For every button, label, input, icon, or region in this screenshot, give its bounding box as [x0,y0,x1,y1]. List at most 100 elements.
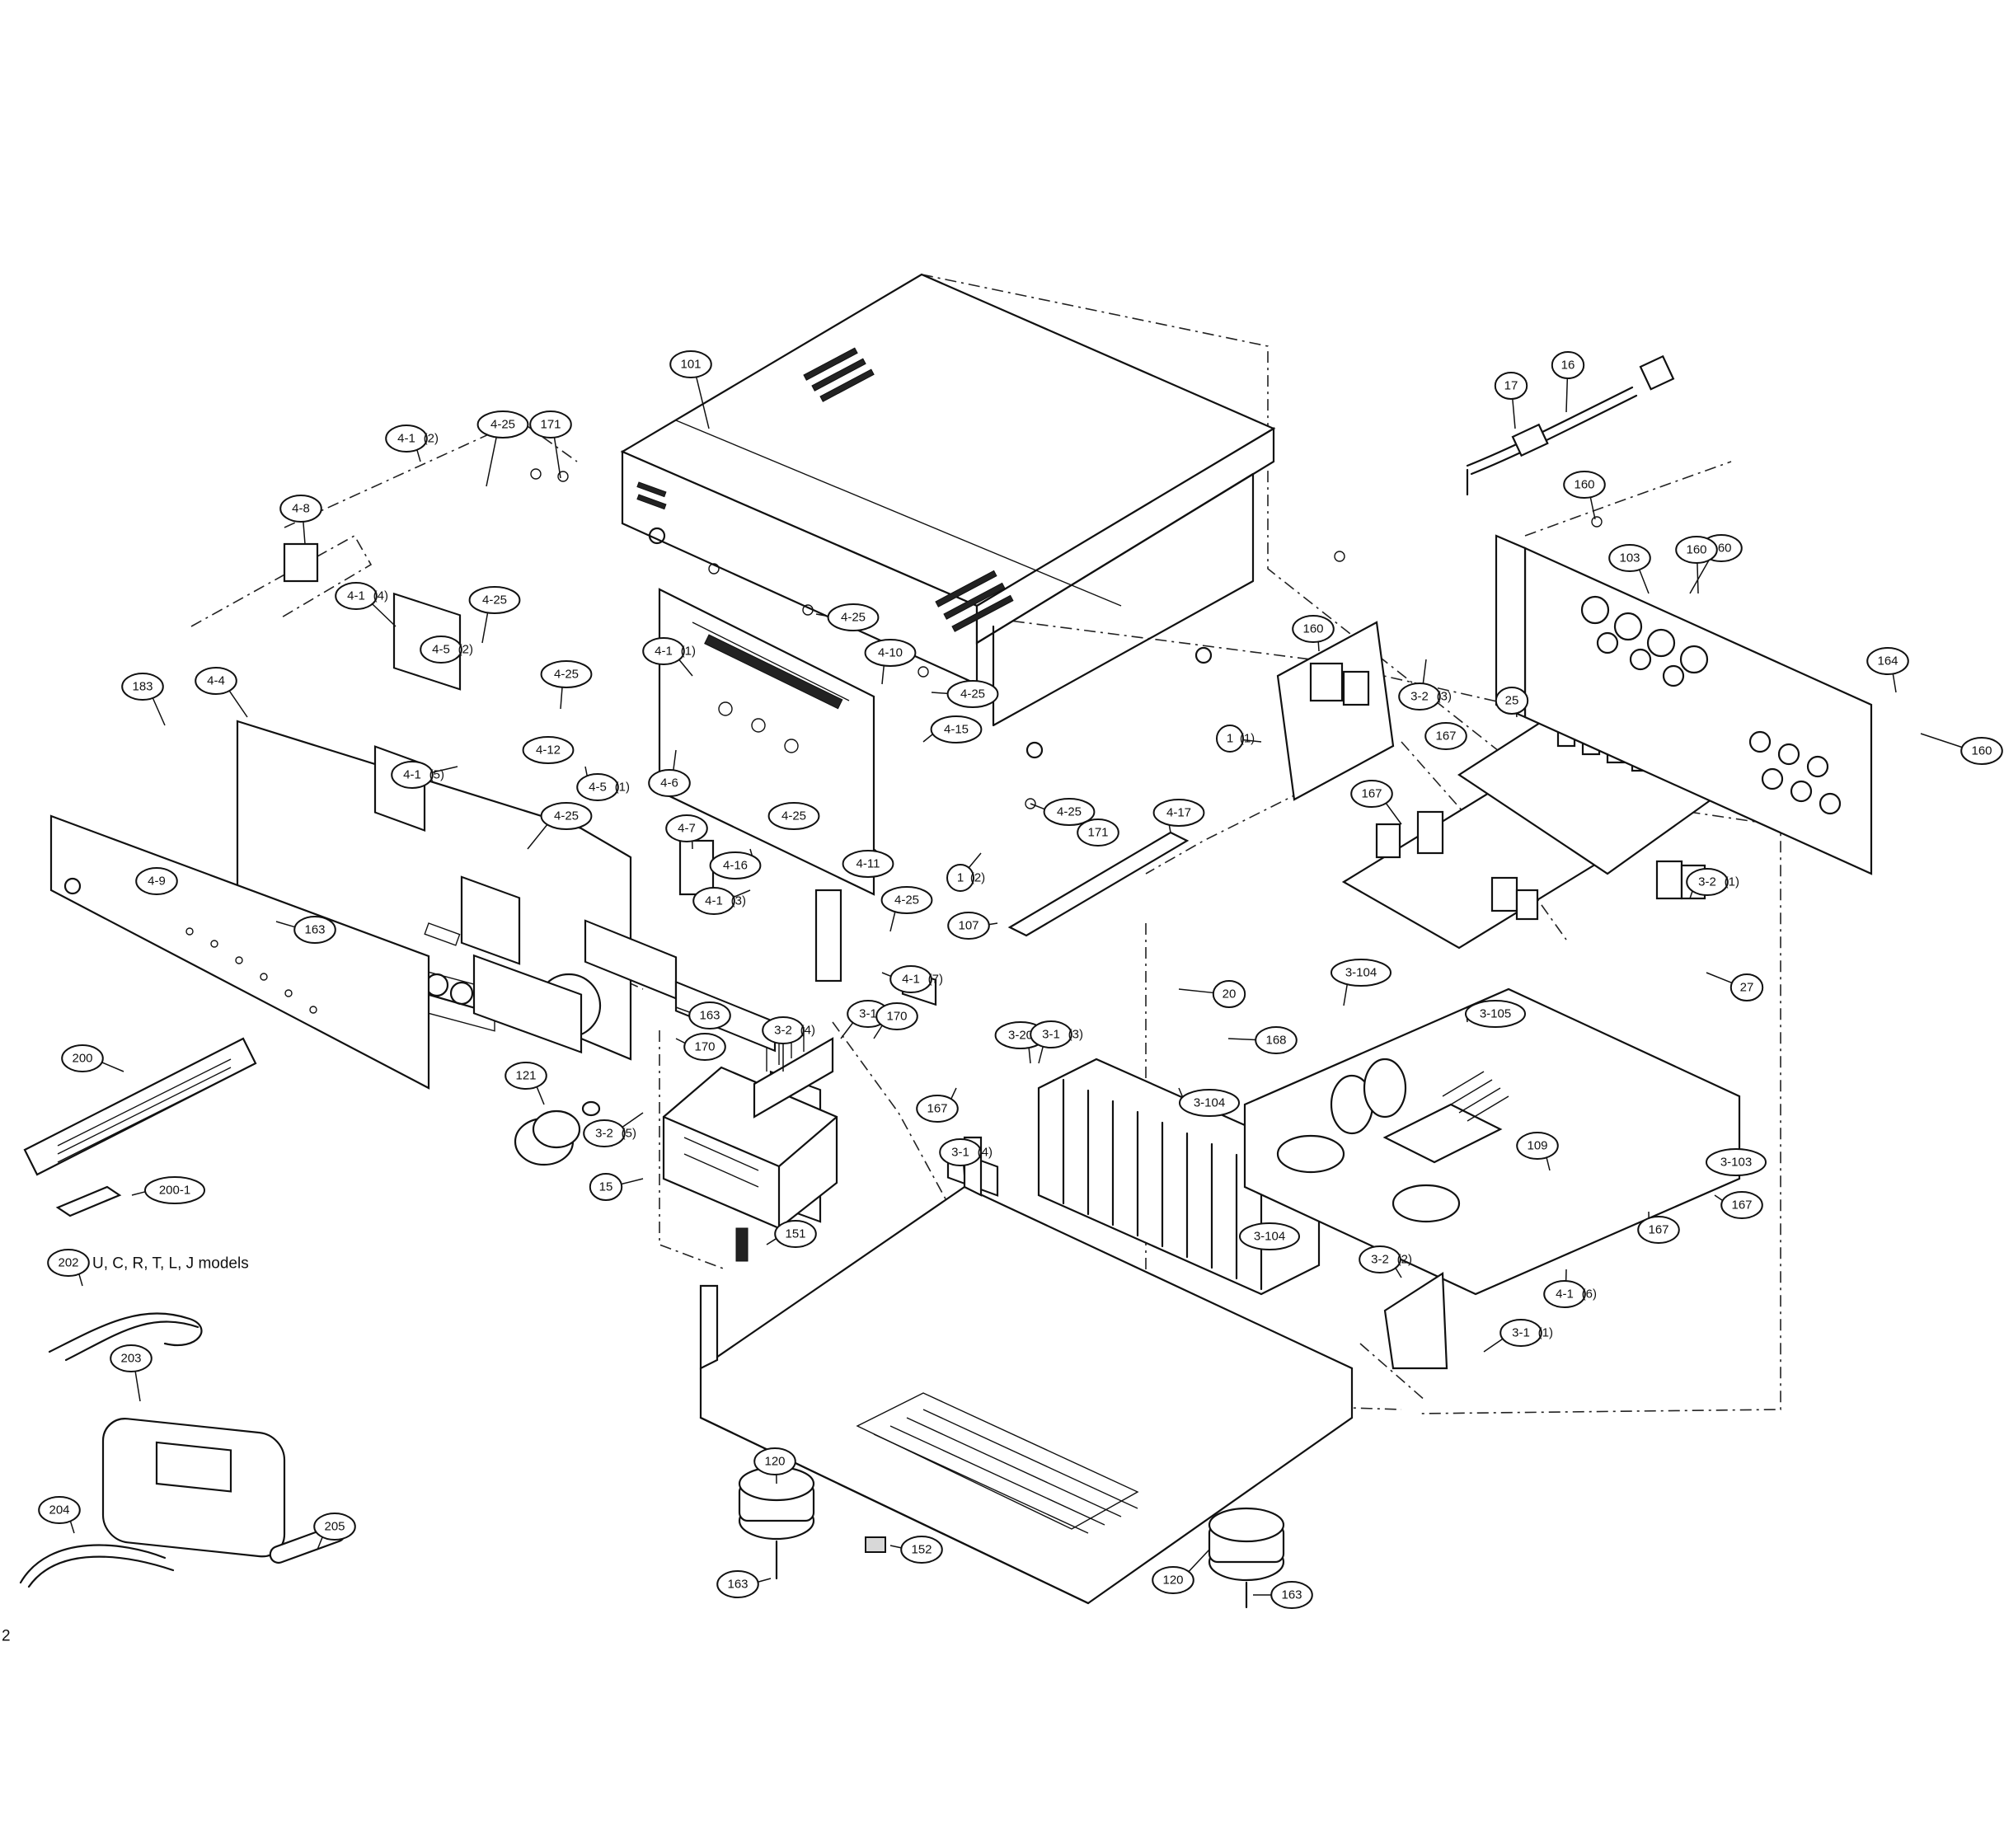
part-callout-4-1: 4-1(6) [1543,1280,1597,1308]
callout-number: 4-5 [432,643,450,657]
callout-bubble [135,867,178,895]
callout-bubble [842,850,894,878]
callout-leader [1689,558,1711,594]
callout-bubble [1292,615,1335,643]
callout-leader [1697,562,1699,594]
foot-right [1208,1507,1285,1609]
part-callout-4-25: 4-25 [540,660,593,688]
callout-bubble [1331,959,1392,987]
part-callout-27: 27 [1729,973,1764,1001]
callout-number: 152 [911,1543,932,1557]
callout-number: 3-1 [1512,1326,1530,1340]
vent-slots [636,347,1014,632]
callout-bubble [1706,1148,1767,1176]
callout-bubble [468,586,521,614]
callout-leader [228,690,248,718]
part-callout-183: 183 [121,673,164,701]
callout-variant: (7) [928,973,943,987]
callout-bubble [1608,544,1651,572]
part-callout-4-25: 4-25 [468,586,521,614]
callout-bubble [420,636,462,664]
battery-cover [55,1185,122,1217]
rear-panel-jacks [1580,595,1842,815]
callout-leader [1706,972,1733,984]
callout-bubble [916,1095,959,1123]
part-callout-109: 109 [1516,1132,1559,1160]
callout-leader [621,1178,644,1185]
part-callout-160: 160 [1292,615,1335,643]
callout-number: 4-5 [589,781,607,795]
part-callout-200-1: 200-1 [144,1176,205,1204]
callout-bubble [1350,780,1393,808]
part-callout-20: 20 [1212,980,1246,1008]
callout-bubble [709,851,762,879]
callout-bubble [540,660,593,688]
part-callout-3-2: 3-2(5) [583,1119,636,1147]
callout-number: 4-25 [1057,805,1082,819]
part-callout-160: 160 [1563,471,1606,499]
callout-leader [696,377,710,429]
callout-bubble [385,424,428,453]
callout-number: 3-2 [595,1127,613,1141]
callout-number: 4-25 [482,593,507,607]
callout-leader [101,1062,124,1072]
callout-leader [1422,659,1427,684]
callout-bubble [880,886,933,914]
callout-bubble [947,912,990,940]
callout-bubble [1494,372,1528,400]
power-pcb [1276,621,1395,801]
callout-variant: (2) [970,871,985,885]
callout-number: 3-2 [1698,875,1716,889]
callout-number: 3-104 [1254,1230,1285,1244]
callout-bubble [946,680,999,708]
callout-bubble [1720,1191,1763,1219]
callout-bubble [1960,737,2003,765]
callout-bubble [753,1447,796,1475]
callout-number: 3-2 [774,1024,792,1038]
callout-bubble [589,1173,623,1201]
callout-number: 163 [699,1009,720,1023]
callout-leader [372,603,397,627]
part-callout-200: 200 [61,1044,104,1072]
top-cover [620,273,1276,759]
callout-leader [758,1578,772,1583]
part-callout-167: 167 [1637,1216,1680,1244]
callout-number: 4-25 [960,687,985,701]
callout-leader [1038,1046,1044,1064]
callout-number: 4-15 [944,723,969,737]
part-callout-3-1: 3-1(1) [1499,1319,1553,1347]
callout-bubble [767,802,820,830]
audio-cable [19,1544,175,1588]
callout-number: 4-1 [397,432,415,446]
callout-bubble [1563,471,1606,499]
callout-variant: (2) [1397,1253,1412,1267]
callout-number: 203 [120,1352,141,1366]
part-callout-167: 167 [1424,722,1467,750]
part-callout-4-25: 4-25 [767,802,820,830]
part-callout-4-15: 4-15 [930,715,983,743]
part-callout-3-104: 3-104 [1239,1222,1300,1250]
callout-number: 4-4 [207,674,225,688]
callout-bubble [930,715,983,743]
callout-number: 4-25 [554,668,579,682]
remote-buttons [57,1058,232,1163]
callout-bubble [1270,1581,1313,1609]
callout-number: 4-7 [678,822,696,836]
callout-bubble [391,761,434,789]
callout-leader [317,1536,323,1550]
callout-bubble [939,1138,982,1166]
part-callout-4-9: 4-9 [135,867,178,895]
callout-number: 4-16 [723,859,748,873]
part-callout-17: 17 [1494,372,1528,400]
callout-bubble [827,603,880,631]
fuse-part [735,1227,749,1262]
callout-leader [675,1038,686,1044]
callout-bubble [1239,1222,1300,1250]
callout-bubble [293,916,336,944]
callout-leader [1395,1267,1402,1278]
callout-leader [1638,569,1650,594]
callout-number: 3-104 [1194,1096,1225,1110]
sub-pcb [1383,1272,1448,1370]
callout-bubble [1495,687,1529,715]
callout-number: 1 [1227,732,1233,746]
